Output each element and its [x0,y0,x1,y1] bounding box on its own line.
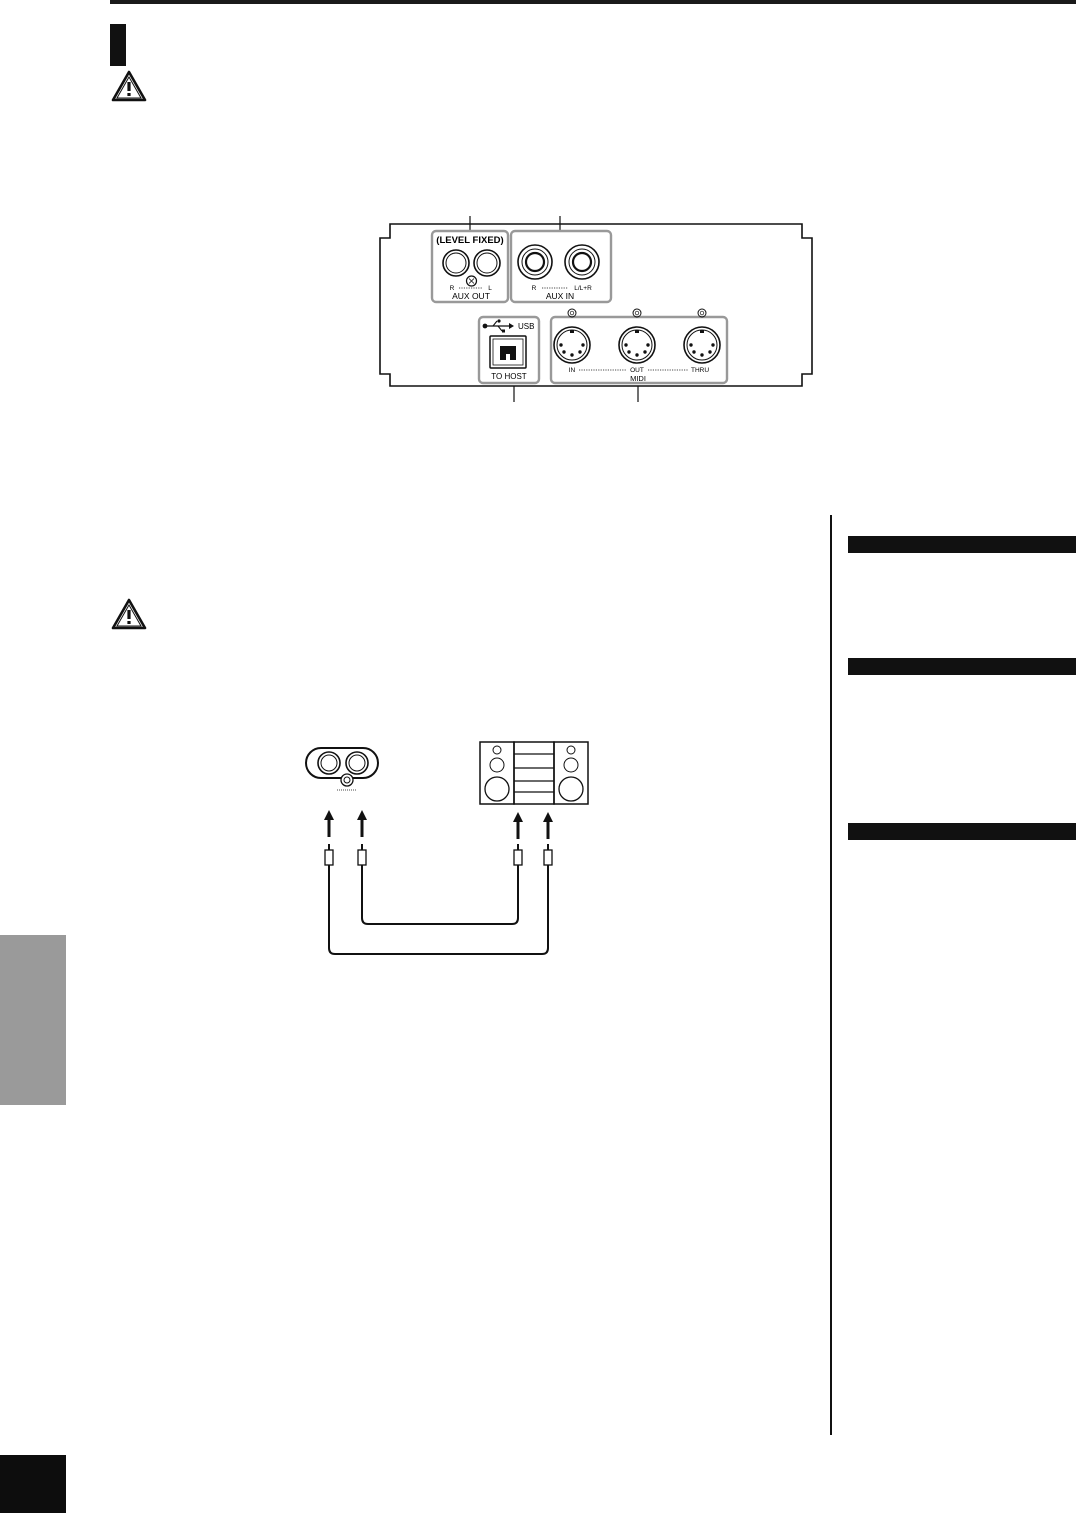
speaker-system-icon [479,741,589,805]
midi-out-port [618,308,656,364]
aux-out-jacks-icon [305,747,379,791]
arrow-up-icon [357,810,367,837]
rca-plug-icon [357,844,367,866]
rca-plug-icon [513,844,523,866]
to-host-label: TO HOST [491,372,527,381]
connection-diagram [305,741,589,955]
aux-out-r-jack [442,249,470,277]
midi-out-label: OUT [630,367,644,374]
aux-in-llr-jack [564,244,600,280]
top-rule [110,0,1076,4]
aux-in-llr-label: L/L+R [574,285,592,292]
aux-out-frame [430,229,510,304]
arrow-up-icon [513,812,523,839]
arrow-up-icon [324,810,334,837]
rca-plug-icon [324,844,334,866]
cable-outer [328,865,549,955]
chapter-side-tab [0,935,66,1105]
aux-in-r-label: R [532,285,537,292]
midi-label: MIDI [630,374,646,383]
section-marker [110,24,126,66]
aux-in-label: AUX IN [546,291,574,301]
panel-outline [379,223,813,387]
usb-label: USB [518,322,534,331]
sidebar-heading-bar [848,823,1076,840]
aux-out-screw [465,275,478,287]
usb-frame [477,315,541,385]
aux-in-frame [509,229,613,304]
page-number-box [0,1455,66,1513]
aux-out-l-label: L [488,285,492,292]
sidebar-heading-bar [848,536,1076,553]
midi-thru-port [683,308,721,364]
rear-panel-diagram: (LEVEL FIXED) R L AUX OUT R L/L+R AUX IN… [379,216,813,402]
rca-plug-icon [543,844,553,866]
aux-out-l-jack [473,249,501,277]
arrow-up-icon [543,812,553,839]
aux-in-r-jack [517,244,553,280]
level-fixed-label: (LEVEL FIXED) [436,235,503,246]
usb-port [489,335,527,369]
usb-trident-icon [482,319,514,333]
sidebar-heading-bar [848,658,1076,675]
column-divider [830,515,832,1435]
cable-inner [361,865,519,925]
caution-icon [111,598,147,630]
midi-in-port [553,308,591,364]
caution-icon [111,70,147,102]
aux-out-r-label: R [450,285,455,292]
midi-in-label: IN [569,367,576,374]
midi-thru-label: THRU [691,367,709,374]
aux-out-label: AUX OUT [452,291,490,301]
